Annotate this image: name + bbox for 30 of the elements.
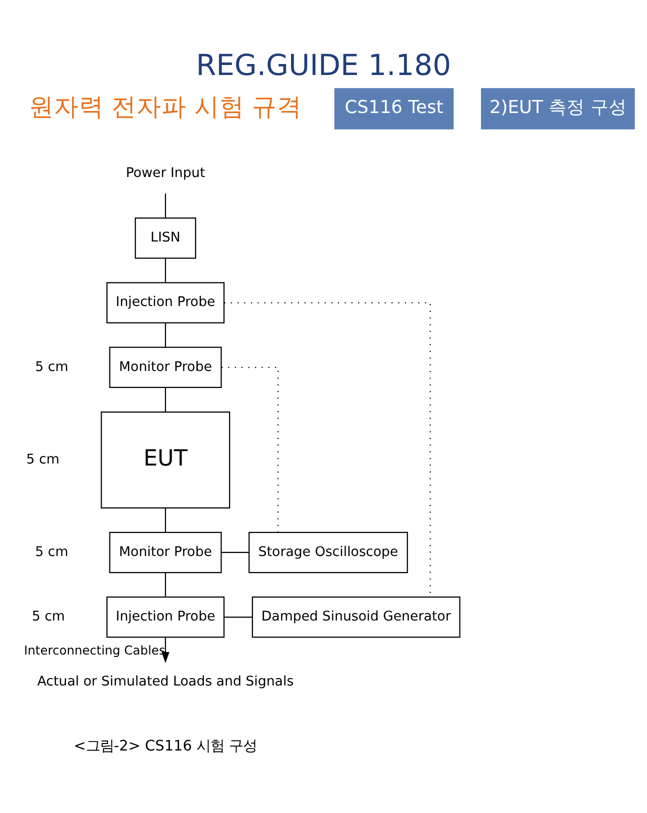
label: 5 cm: [35, 359, 68, 374]
node-box: Storage Oscilloscope: [248, 531, 408, 573]
connector: [164, 258, 166, 282]
node-box: Monitor Probe: [109, 346, 222, 388]
label: 5 cm: [32, 609, 65, 624]
node-box: Injection Probe: [106, 596, 225, 638]
diagram-title: REG.GUIDE 1.180: [196, 48, 452, 82]
connector: [221, 366, 279, 532]
connector: [164, 508, 166, 532]
node-box: Monitor Probe: [109, 531, 222, 573]
connector: [164, 322, 166, 347]
node-box: LISN: [134, 216, 196, 258]
connector: [221, 551, 249, 553]
arrow: [162, 636, 170, 663]
connector: [224, 616, 252, 618]
node-text: Actual or Simulated Loads and Signals: [37, 674, 294, 689]
label: 원자력 전자파 시험 규격: [28, 92, 302, 121]
caption: <그림-2> CS116 시험 구성: [74, 738, 258, 754]
label: CS116 Test: [344, 96, 444, 118]
connector: [164, 572, 166, 596]
node-box: EUT: [100, 410, 230, 508]
label: 2)EUT 측정 구성: [489, 96, 626, 118]
label: 5 cm: [35, 544, 68, 560]
node-text: Power Input: [126, 165, 206, 180]
node-box: Injection Probe: [106, 282, 225, 323]
node-box: Damped Sinusoid Generator: [252, 596, 460, 638]
connector: [164, 193, 166, 218]
edge-label: Interconnecting Cables: [24, 643, 166, 658]
label: 5 cm: [26, 452, 60, 467]
connector: [164, 387, 166, 412]
